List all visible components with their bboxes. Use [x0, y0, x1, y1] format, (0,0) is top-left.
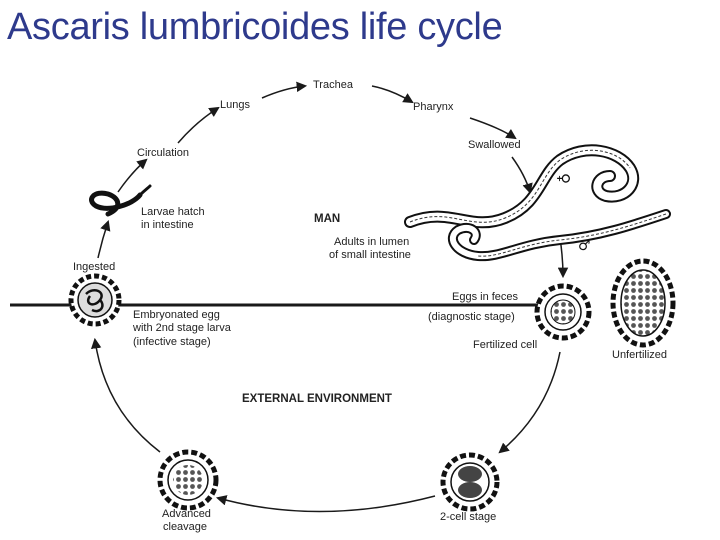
- label-lungs: Lungs: [220, 99, 250, 111]
- slide-title: Ascaris lumbricoides life cycle: [7, 6, 503, 48]
- adult-female-worm-icon: [404, 144, 640, 229]
- label-advanced-cleavage-line1: Advanced: [162, 508, 211, 520]
- label-swallowed: Swallowed: [468, 139, 521, 151]
- unfertilized-egg-icon: [610, 258, 676, 348]
- two-cell-egg-icon: [440, 452, 500, 512]
- label-man: MAN: [314, 213, 340, 225]
- male-symbol: ♂: [578, 238, 591, 254]
- label-two-cell-stage: 2-cell stage: [440, 511, 496, 523]
- arrow-ingested-to-larvae: [97, 220, 111, 259]
- label-pharynx: Pharynx: [413, 101, 454, 113]
- label-diagnostic-stage: (diagnostic stage): [428, 311, 515, 323]
- arrow-pharynx-to-swallowed: [469, 117, 517, 140]
- arrow-two-cell-to-advanced: [215, 495, 436, 513]
- label-external-environment: EXTERNAL ENVIRONMENT: [242, 393, 392, 405]
- adult-male-worm-icon: [447, 209, 671, 262]
- label-fertilized-cell: Fertilized cell: [473, 339, 537, 351]
- label-adults-line1: Adults in lumen: [334, 236, 409, 248]
- embryonated-egg-icon: [68, 273, 122, 327]
- label-embryonated-line2: with 2nd stage larva: [132, 322, 232, 334]
- advanced-cleavage-egg-icon: [157, 449, 219, 511]
- arrow-trachea-to-pharynx: [371, 85, 414, 104]
- label-adults-line2: of small intestine: [329, 249, 411, 261]
- label-circulation: Circulation: [137, 147, 189, 159]
- arrow-lungs-to-trachea: [261, 81, 308, 99]
- label-unfertilized: Unfertilized: [612, 349, 667, 361]
- label-ingested: Ingested: [73, 261, 115, 273]
- label-trachea: Trachea: [313, 79, 354, 91]
- label-larvae-hatch-line1: Larvae hatch: [141, 206, 205, 218]
- hatched-larva-icon: [89, 184, 152, 217]
- arrow-circulation-to-lungs: [177, 106, 220, 144]
- label-embryonated-line1: Embryonated egg: [133, 309, 220, 321]
- label-embryonated-line3: (infective stage): [133, 336, 211, 348]
- arrow-advanced-to-embryonated: [90, 337, 161, 453]
- female-symbol: ♀: [555, 173, 573, 184]
- arrow-larvae-to-circulation: [117, 158, 148, 193]
- label-larvae-hatch-line2: in intestine: [141, 219, 194, 231]
- label-eggs-in-feces: Eggs in feces: [452, 291, 519, 303]
- arrow-fertilized-to-two-cell: [498, 351, 561, 454]
- fertilized-egg-icon: [534, 283, 592, 341]
- arrow-swallowed-to-adults: [511, 156, 533, 195]
- label-advanced-cleavage-line2: cleavage: [163, 521, 207, 533]
